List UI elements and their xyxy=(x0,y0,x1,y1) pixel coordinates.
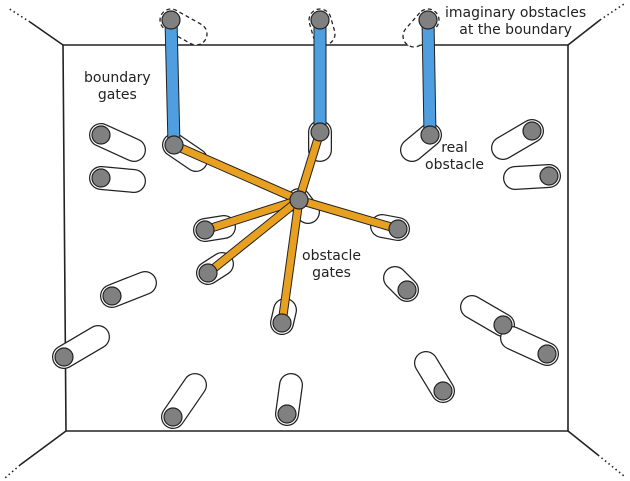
boundary-gates-label-line-1: boundary xyxy=(84,70,151,86)
room-edge-top-left xyxy=(29,21,64,46)
room-edge-bottom-right xyxy=(567,430,599,456)
boundary-gates-label-line-2: gates xyxy=(97,87,137,103)
room-edge-bottom-left-dots xyxy=(4,464,21,479)
imaginary-obstacle-disc-2 xyxy=(310,10,330,30)
room-edge-bottom-left xyxy=(19,430,67,466)
obstacle-disc-8 xyxy=(289,190,309,210)
obstacle-disc-12 xyxy=(102,286,122,306)
obstacle-gate-5 xyxy=(278,199,303,324)
obstacle-gates xyxy=(172,130,400,324)
obstacle-disc-10 xyxy=(388,219,408,239)
imaginary-obstacle-disc-1 xyxy=(161,10,181,30)
obstacle-disc-19 xyxy=(277,404,297,424)
boundary-gates xyxy=(164,19,437,146)
real-obstacle-label-line-1: real xyxy=(441,140,468,156)
obstacle-disc-5 xyxy=(420,125,440,145)
imaginary-obstacles-label-line-2: at the boundary xyxy=(459,22,572,38)
imaginary-obstacle-disc-3 xyxy=(418,10,438,30)
obstacle-disc-11 xyxy=(198,263,218,283)
boundary-gate-3 xyxy=(422,19,436,136)
obstacle-gate-2 xyxy=(295,130,324,202)
obstacle-gates-label-line-2: gates xyxy=(312,265,351,281)
nodes xyxy=(54,10,559,427)
boundary-gates-label: boundary gates xyxy=(84,70,151,104)
imaginary-obstacles xyxy=(159,8,440,48)
room-box xyxy=(4,3,625,479)
obstacle-disc-2 xyxy=(91,168,111,188)
imaginary-obstacles-label: imaginary obstacles at the boundary xyxy=(445,5,586,39)
obstacle-gate-6 xyxy=(298,196,399,233)
obstacle-gate-3 xyxy=(203,196,301,234)
obstacle-disc-1 xyxy=(91,125,111,145)
obstacle-disc-6 xyxy=(522,121,542,141)
room-edge-top-left-dots xyxy=(7,7,31,23)
obstacle-gates-label: obstacle gates xyxy=(302,248,361,282)
boundary-gate-1 xyxy=(165,19,180,146)
obstacle-disc-3 xyxy=(164,135,184,155)
room-edge-bottom-right-dots xyxy=(597,454,625,477)
imaginary-obstacles-label-line-1: imaginary obstacles xyxy=(445,5,587,21)
obstacle-disc-14 xyxy=(493,315,513,335)
real-obstacle-label-line-2: obstacle xyxy=(425,157,485,173)
obstacle-gate-1 xyxy=(172,141,301,204)
obstacle-disc-20 xyxy=(163,407,183,427)
room-edge-top-right xyxy=(567,19,601,46)
obstacle-disc-9 xyxy=(195,220,215,240)
obstacle-disc-15 xyxy=(537,344,557,364)
obstacle-disc-16 xyxy=(272,313,292,333)
obstacle-disc-13 xyxy=(397,280,417,300)
obstacle-gates-label-line-1: obstacle xyxy=(302,248,362,264)
room-edge-top-right-dots xyxy=(599,3,625,21)
obstacle-disc-4 xyxy=(310,122,330,142)
obstacle-disc-7 xyxy=(539,166,559,186)
real-obstacle-label: real obstacle xyxy=(425,140,484,174)
obstacle-disc-18 xyxy=(433,381,453,401)
obstacle-gate-4 xyxy=(205,197,302,276)
obstacle-disc-17 xyxy=(54,347,74,367)
